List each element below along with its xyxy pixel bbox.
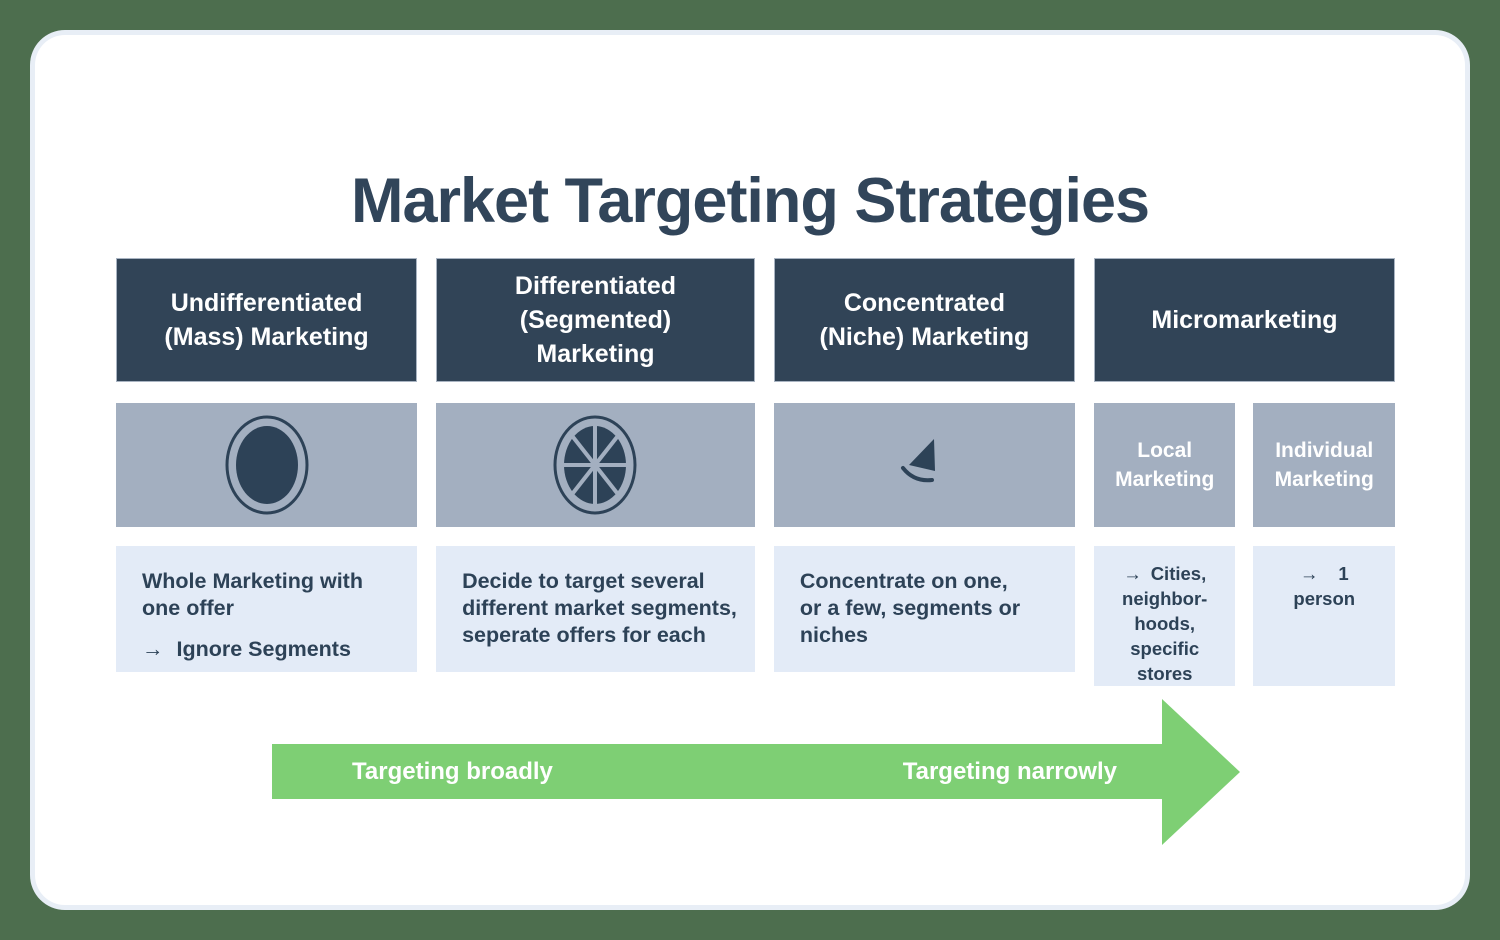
header-line: Differentiated <box>514 272 677 300</box>
note: → Ignore Segments <box>142 636 399 663</box>
right-arrow-icon: → <box>1299 563 1319 584</box>
icon-box-concentrated <box>773 403 1075 527</box>
note-line: 1 <box>1338 563 1349 584</box>
description-line: Concentrate on one, <box>799 569 1008 593</box>
description-line: or a few, segments or <box>799 596 1021 620</box>
header-line: Undifferentiated <box>170 289 363 317</box>
header-line: Marketing <box>536 340 655 368</box>
right-arrow-icon: → <box>142 637 164 661</box>
note-line: Cities, <box>1150 563 1207 584</box>
arrow-head <box>1162 698 1240 845</box>
sub-label-line: Marketing <box>1274 468 1374 491</box>
icon-box-differentiated <box>436 403 755 527</box>
note-line: specific <box>1130 638 1200 659</box>
individual-marketing-box: Individual Marketing <box>1253 403 1395 527</box>
description-box-differentiated: Decide to target several different marke… <box>436 546 755 672</box>
column-header-concentrated: Concentrated (Niche) Marketing <box>773 258 1075 382</box>
sub-label-line: Marketing <box>1115 468 1215 491</box>
targeting-spectrum-arrow: Targeting broadly Targeting narrowly <box>272 698 1240 845</box>
header-line: Micromarketing <box>1151 306 1338 334</box>
description-box-local-marketing: → Cities, neighbor- hoods, specific stor… <box>1093 546 1236 686</box>
column-micromarketing: Micromarketing Local Marketing Individua… <box>1093 258 1395 686</box>
right-arrow-icon: → <box>1123 563 1142 584</box>
slide-card: Market Targeting Strategies Undifferenti… <box>35 35 1465 905</box>
note-line: stores <box>1136 663 1193 684</box>
targeting-arrow-body: Targeting broadly Targeting narrowly <box>272 744 1162 799</box>
column-undifferentiated-marketing: Undifferentiated (Mass) Marketing Whole … <box>116 258 418 672</box>
column-header-undifferentiated: Undifferentiated (Mass) Marketing <box>116 258 418 382</box>
sub-label-line: Local <box>1137 439 1193 462</box>
micromarketing-sub-labels: Local Marketing Individual Marketing <box>1093 403 1395 527</box>
column-header-differentiated: Differentiated (Segmented) Marketing <box>436 258 755 382</box>
whole-circle-icon <box>225 415 309 515</box>
description-box-individual-marketing: → 1 person <box>1253 546 1395 686</box>
description-line: one offer <box>142 596 234 620</box>
column-header-micromarketing: Micromarketing <box>1093 258 1395 382</box>
description-box-concentrated: Concentrate on one, or a few, segments o… <box>773 546 1075 672</box>
note-line: person <box>1293 588 1356 609</box>
description-line: seperate offers for each <box>462 623 706 647</box>
note: → Cities, <box>1094 561 1236 586</box>
header-line: (Mass) Marketing <box>164 323 369 351</box>
description-box-undifferentiated: Whole Marketing with one offer → Ignore … <box>116 546 418 672</box>
description-line: different market segments, <box>462 596 737 620</box>
targeting-broadly-label: Targeting broadly <box>352 757 553 785</box>
column-differentiated-marketing: Differentiated (Segmented) Marketing <box>436 258 755 672</box>
sub-label-line: Individual <box>1275 439 1374 462</box>
header-line: (Niche) Marketing <box>819 323 1030 351</box>
page-title: Market Targeting Strategies <box>350 166 1150 236</box>
local-marketing-box: Local Marketing <box>1093 403 1236 527</box>
note-line: hoods, <box>1134 613 1196 634</box>
note: → 1 <box>1253 561 1395 586</box>
header-line: Concentrated <box>843 289 1005 317</box>
column-concentrated-marketing: Concentrated (Niche) Marketing Concentra… <box>773 258 1075 672</box>
pie-slice-icon <box>901 439 936 483</box>
note-text: Ignore Segments <box>176 637 351 661</box>
description-line: Decide to target several <box>462 569 705 593</box>
icon-box-undifferentiated <box>116 403 418 527</box>
segmented-circle-icon <box>553 415 637 515</box>
description-line: Whole Marketing with <box>142 569 363 593</box>
description-line: niches <box>799 623 868 647</box>
targeting-narrowly-label: Targeting narrowly <box>902 757 1117 785</box>
note-line: neighbor- <box>1122 588 1208 609</box>
header-line: (Segmented) <box>519 306 672 334</box>
micromarketing-sub-descriptions: → Cities, neighbor- hoods, specific stor… <box>1093 546 1395 686</box>
strategy-columns-grid: Undifferentiated (Mass) Marketing Whole … <box>116 258 1395 686</box>
